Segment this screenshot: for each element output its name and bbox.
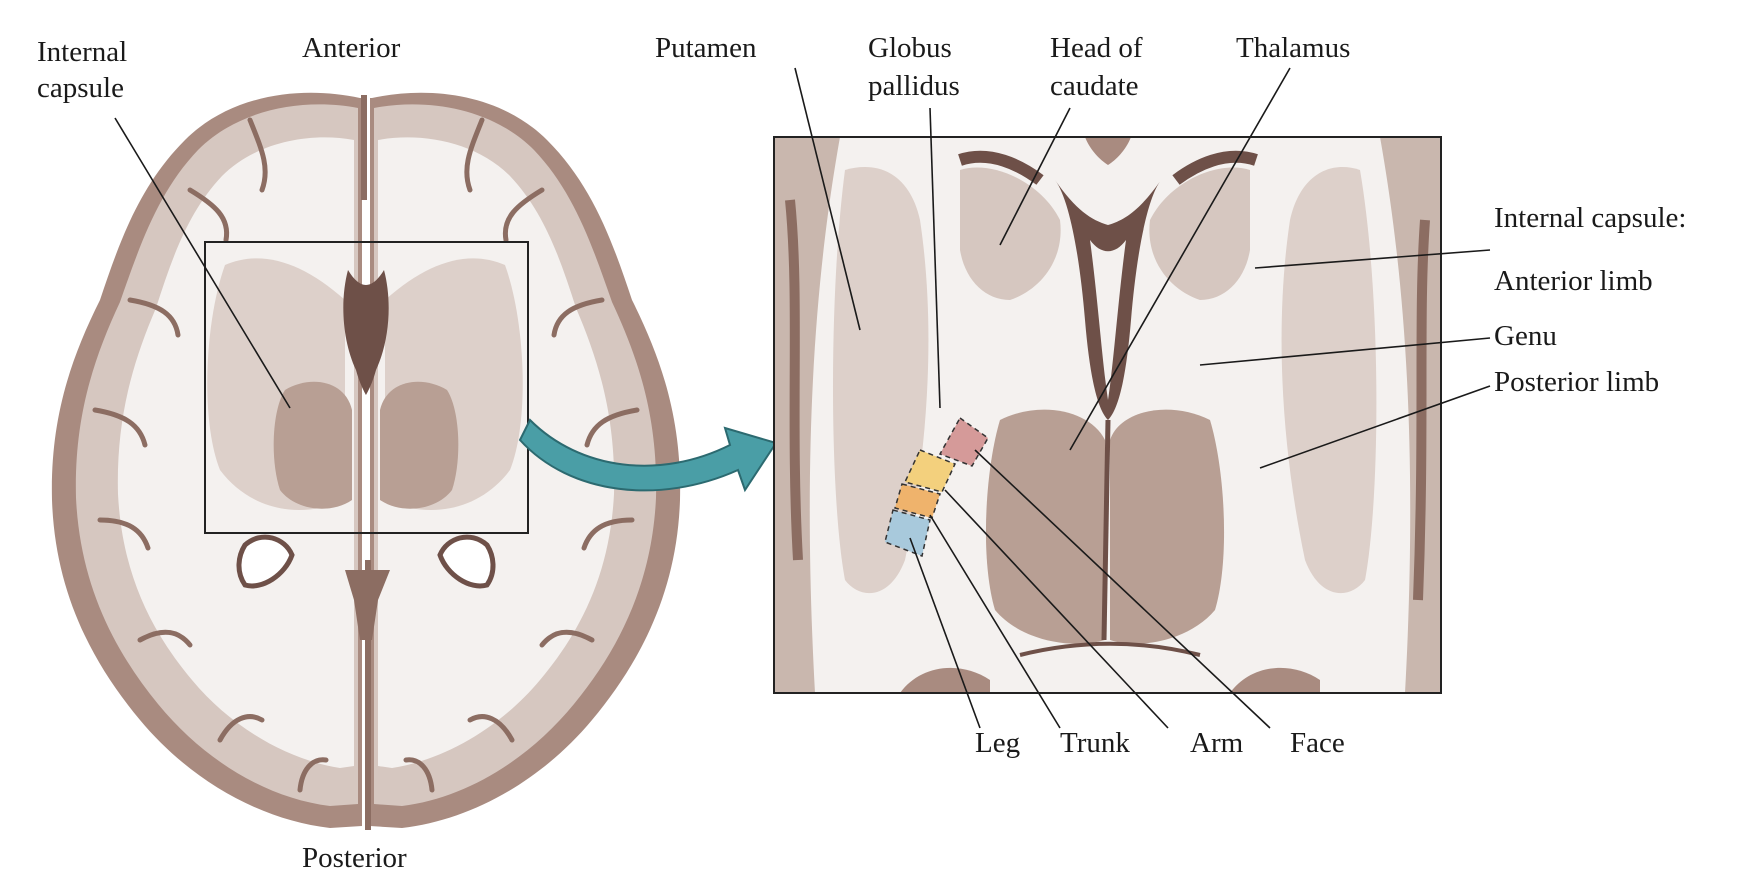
label-leg: Leg bbox=[975, 727, 1021, 759]
leader-genu bbox=[1199, 337, 1491, 366]
leader-caudate bbox=[999, 107, 1071, 246]
leader-face bbox=[974, 449, 1271, 729]
label-thalamus: Thalamus bbox=[1236, 32, 1351, 64]
leader-anterior-limb bbox=[1254, 249, 1491, 269]
leader-arm bbox=[944, 489, 1169, 729]
label-internal-capsule-1: Internal bbox=[37, 36, 128, 68]
label-posterior: Posterior bbox=[302, 842, 407, 874]
leader-putamen bbox=[794, 67, 861, 331]
leader-posterior-limb bbox=[1259, 385, 1491, 469]
label-arm: Arm bbox=[1190, 727, 1244, 759]
leader-globus bbox=[929, 107, 941, 409]
label-putamen: Putamen bbox=[655, 32, 757, 64]
label-anterior-limb: Anterior limb bbox=[1494, 265, 1653, 297]
label-posterior-limb: Posterior limb bbox=[1494, 366, 1660, 398]
leader-trunk bbox=[929, 514, 1061, 729]
leader-internal-capsule bbox=[114, 117, 291, 409]
label-caudate-1: Head of bbox=[1050, 32, 1143, 64]
detail-panel bbox=[773, 136, 1442, 694]
label-internal-capsule-2: capsule bbox=[37, 72, 124, 104]
label-anterior: Anterior bbox=[302, 32, 401, 64]
brain-overview bbox=[51, 92, 681, 830]
connector-arrow bbox=[518, 418, 778, 493]
region-leg bbox=[884, 509, 931, 558]
label-globus-1: Globus bbox=[868, 32, 952, 64]
leader-thalamus bbox=[1069, 67, 1291, 451]
label-genu: Genu bbox=[1494, 320, 1557, 352]
region-face bbox=[938, 416, 989, 467]
inset-box bbox=[204, 241, 529, 534]
label-caudate-2: caudate bbox=[1050, 70, 1139, 102]
region-arm bbox=[903, 449, 957, 493]
label-internal-capsule-heading: Internal capsule: bbox=[1494, 202, 1687, 234]
leader-lines bbox=[114, 67, 1491, 729]
label-globus-2: pallidus bbox=[868, 70, 960, 102]
label-trunk: Trunk bbox=[1060, 727, 1130, 759]
leader-leg bbox=[909, 537, 981, 729]
label-face: Face bbox=[1290, 727, 1345, 759]
